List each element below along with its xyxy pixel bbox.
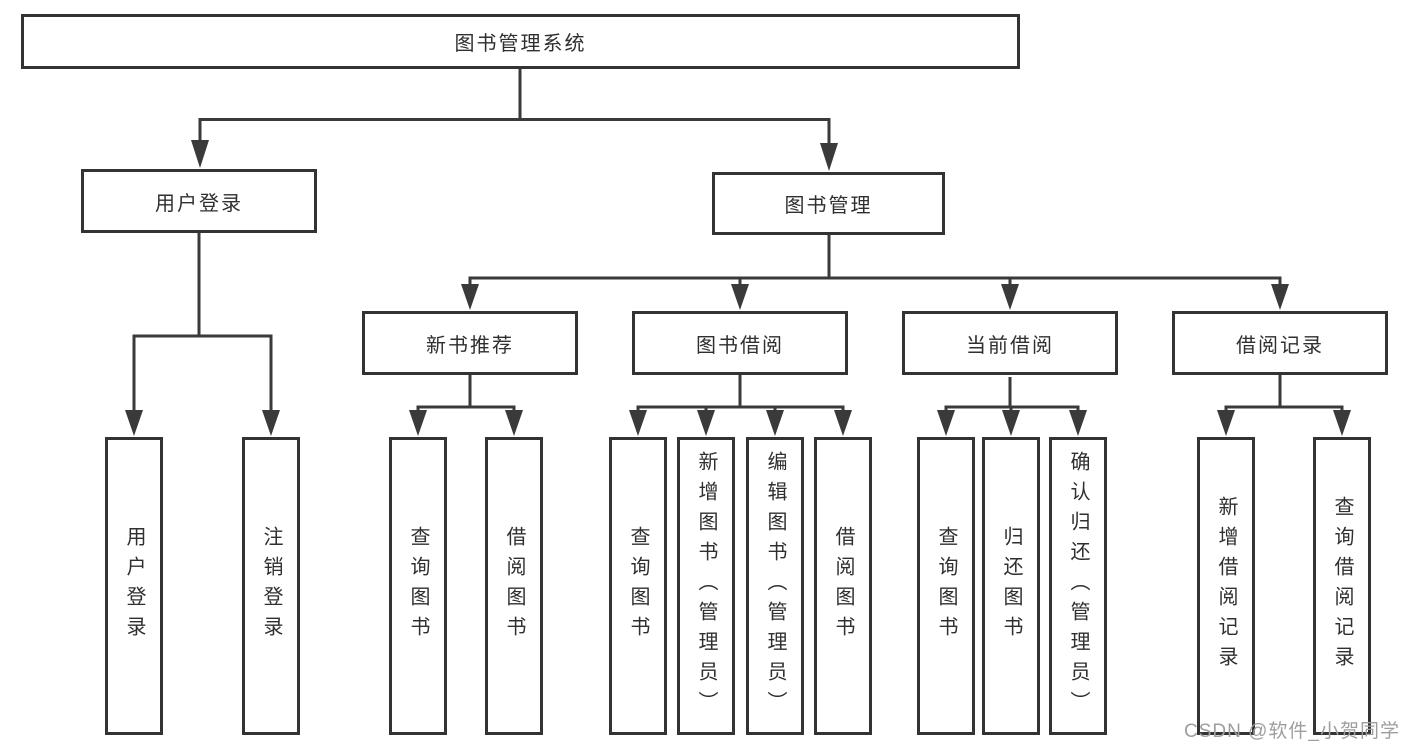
node-leaf-user-login: 用户登录 bbox=[105, 437, 163, 735]
node-leaf-borrowing-borrow: 借阅图书 bbox=[814, 437, 872, 735]
node-leaf-borrowing-edit-admin-label: 编辑图书（管理员） bbox=[764, 451, 786, 721]
node-module-borrow-records-label: 借阅记录 bbox=[1236, 334, 1324, 357]
node-leaf-newbooks-borrow-label: 借阅图书 bbox=[503, 526, 525, 646]
arrowhead-branch-login bbox=[191, 140, 209, 168]
arrowhead-branch-management bbox=[820, 143, 838, 171]
node-leaf-newbooks-query: 查询图书 bbox=[389, 437, 447, 735]
node-leaf-records-add-label: 新增借阅记录 bbox=[1215, 496, 1237, 676]
node-leaf-current-return: 归还图书 bbox=[982, 437, 1040, 735]
node-branch-book-management-label: 图书管理 bbox=[784, 195, 873, 217]
watermark: CSDN @软件_小贺同学 bbox=[1184, 721, 1400, 742]
node-leaf-records-add: 新增借阅记录 bbox=[1197, 437, 1255, 735]
node-branch-book-management: 图书管理 bbox=[712, 172, 945, 235]
node-leaf-borrowing-query-label: 查询图书 bbox=[627, 526, 649, 646]
node-root: 图书管理系统 bbox=[21, 14, 1020, 69]
node-leaf-current-query-label: 查询图书 bbox=[935, 526, 957, 646]
node-module-new-book-recommend-label: 新书推荐 bbox=[426, 334, 514, 357]
node-leaf-user-login-label: 用户登录 bbox=[123, 526, 145, 646]
arrowheads-current-leaves bbox=[937, 410, 1087, 436]
connector-management-to-modules bbox=[468, 235, 1282, 288]
arrowheads-modules bbox=[461, 284, 1289, 310]
connector-current-to-leaves bbox=[944, 377, 1080, 412]
node-leaf-records-query: 查询借阅记录 bbox=[1313, 437, 1371, 735]
arrowheads-newbooks-leaves bbox=[409, 410, 523, 436]
node-leaf-borrowing-query: 查询图书 bbox=[609, 437, 667, 735]
node-leaf-current-confirm-admin-label: 确认归还（管理员） bbox=[1067, 451, 1089, 721]
node-leaf-newbooks-query-label: 查询图书 bbox=[407, 526, 429, 646]
node-leaf-current-return-label: 归还图书 bbox=[1000, 526, 1022, 646]
arrowheads-records-leaves bbox=[1217, 410, 1351, 436]
node-module-current-borrowing-label: 当前借阅 bbox=[966, 334, 1054, 357]
node-leaf-logout-label: 注销登录 bbox=[260, 526, 282, 646]
connector-login-to-leaves bbox=[132, 233, 273, 412]
node-leaf-borrowing-add-admin: 新增图书（管理员） bbox=[677, 437, 735, 735]
node-leaf-current-confirm-admin: 确认归还（管理员） bbox=[1049, 437, 1107, 735]
node-leaf-current-query: 查询图书 bbox=[917, 437, 975, 735]
arrowheads-borrowing-leaves bbox=[629, 410, 852, 436]
node-leaf-newbooks-borrow: 借阅图书 bbox=[485, 437, 543, 735]
connector-newbooks-to-leaves bbox=[416, 375, 516, 412]
node-module-book-borrowing-label: 图书借阅 bbox=[696, 334, 784, 357]
connector-borrowing-to-leaves bbox=[636, 375, 845, 412]
arrowheads-login-leaves bbox=[125, 410, 280, 436]
node-branch-user-login-label: 用户登录 bbox=[155, 192, 243, 215]
node-module-borrow-records: 借阅记录 bbox=[1172, 311, 1388, 375]
connector-root-to-branches bbox=[198, 69, 831, 143]
node-root-label: 图书管理系统 bbox=[454, 33, 587, 55]
node-leaf-logout: 注销登录 bbox=[242, 437, 300, 735]
node-module-current-borrowing: 当前借阅 bbox=[902, 311, 1118, 375]
node-leaf-records-query-label: 查询借阅记录 bbox=[1331, 496, 1353, 676]
node-module-new-book-recommend: 新书推荐 bbox=[362, 311, 578, 375]
node-branch-user-login: 用户登录 bbox=[81, 169, 317, 233]
node-leaf-borrowing-edit-admin: 编辑图书（管理员） bbox=[746, 437, 804, 735]
node-module-book-borrowing: 图书借阅 bbox=[632, 311, 848, 375]
node-leaf-borrowing-borrow-label: 借阅图书 bbox=[832, 526, 854, 646]
node-leaf-borrowing-add-admin-label: 新增图书（管理员） bbox=[695, 451, 717, 721]
connector-records-to-leaves bbox=[1224, 375, 1344, 412]
